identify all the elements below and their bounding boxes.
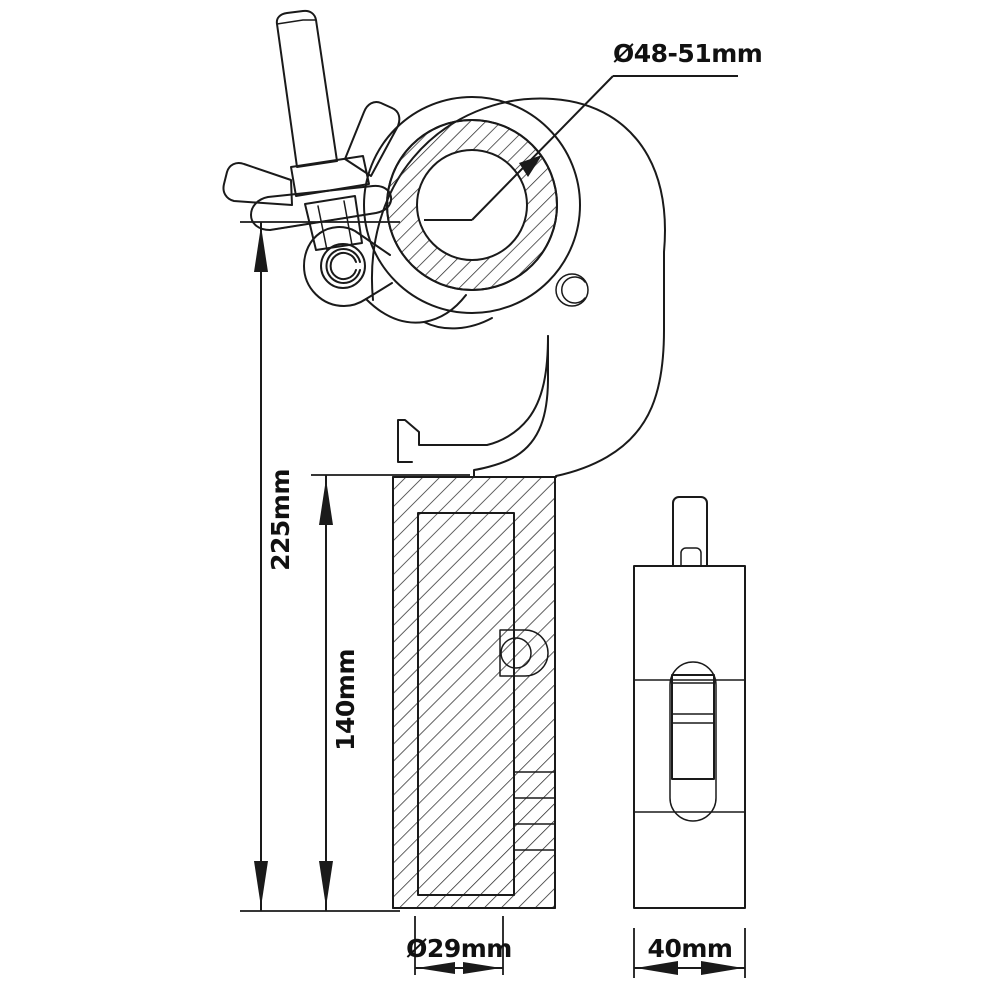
wing-nut <box>222 9 401 251</box>
stem-band-upper <box>513 771 556 799</box>
clamp-collar-outer <box>363 96 581 314</box>
body-height-dimension: 140mm <box>311 474 470 911</box>
bolt-boss <box>499 629 549 677</box>
width-40-label: 40mm <box>648 934 733 963</box>
dia-29-label: Ø29mm <box>406 934 512 963</box>
stem-inner-cavity <box>417 512 515 896</box>
height-140-label: 140mm <box>331 649 360 751</box>
stem-band-lower <box>513 823 556 851</box>
width-40-arrow-right <box>701 961 743 975</box>
front-section-view <box>222 9 666 909</box>
side-view-pin <box>672 496 708 567</box>
stem-body-section <box>392 476 556 909</box>
body-diameter-dimension: Ø29mm <box>406 916 512 975</box>
side-view <box>633 496 746 909</box>
callout-leader-line <box>471 75 614 221</box>
callout-arrowhead <box>519 155 542 177</box>
height-140-arrow-bottom <box>319 861 333 907</box>
hinge-eye <box>320 243 366 289</box>
thread-relief-hole <box>555 273 589 307</box>
side-view-pin-body <box>671 674 715 780</box>
tube-bore <box>416 149 528 261</box>
width-40-arrow-left <box>636 961 678 975</box>
bore-diameter-label: Ø48-51mm <box>613 39 762 68</box>
height-225-label: 225mm <box>266 469 295 571</box>
side-width-dimension: 40mm <box>633 928 746 978</box>
height-225-arrow-top <box>254 226 268 272</box>
bore-diameter-callout: Ø48-51mm <box>424 39 763 221</box>
side-view-slot <box>669 661 717 822</box>
dia-29-arrow-right <box>463 962 501 974</box>
dia-29-arrow-left <box>417 962 455 974</box>
overall-height-dimension: 225mm <box>240 221 400 912</box>
height-140-arrow-top <box>319 479 333 525</box>
height-225-arrow-bottom <box>254 861 268 907</box>
